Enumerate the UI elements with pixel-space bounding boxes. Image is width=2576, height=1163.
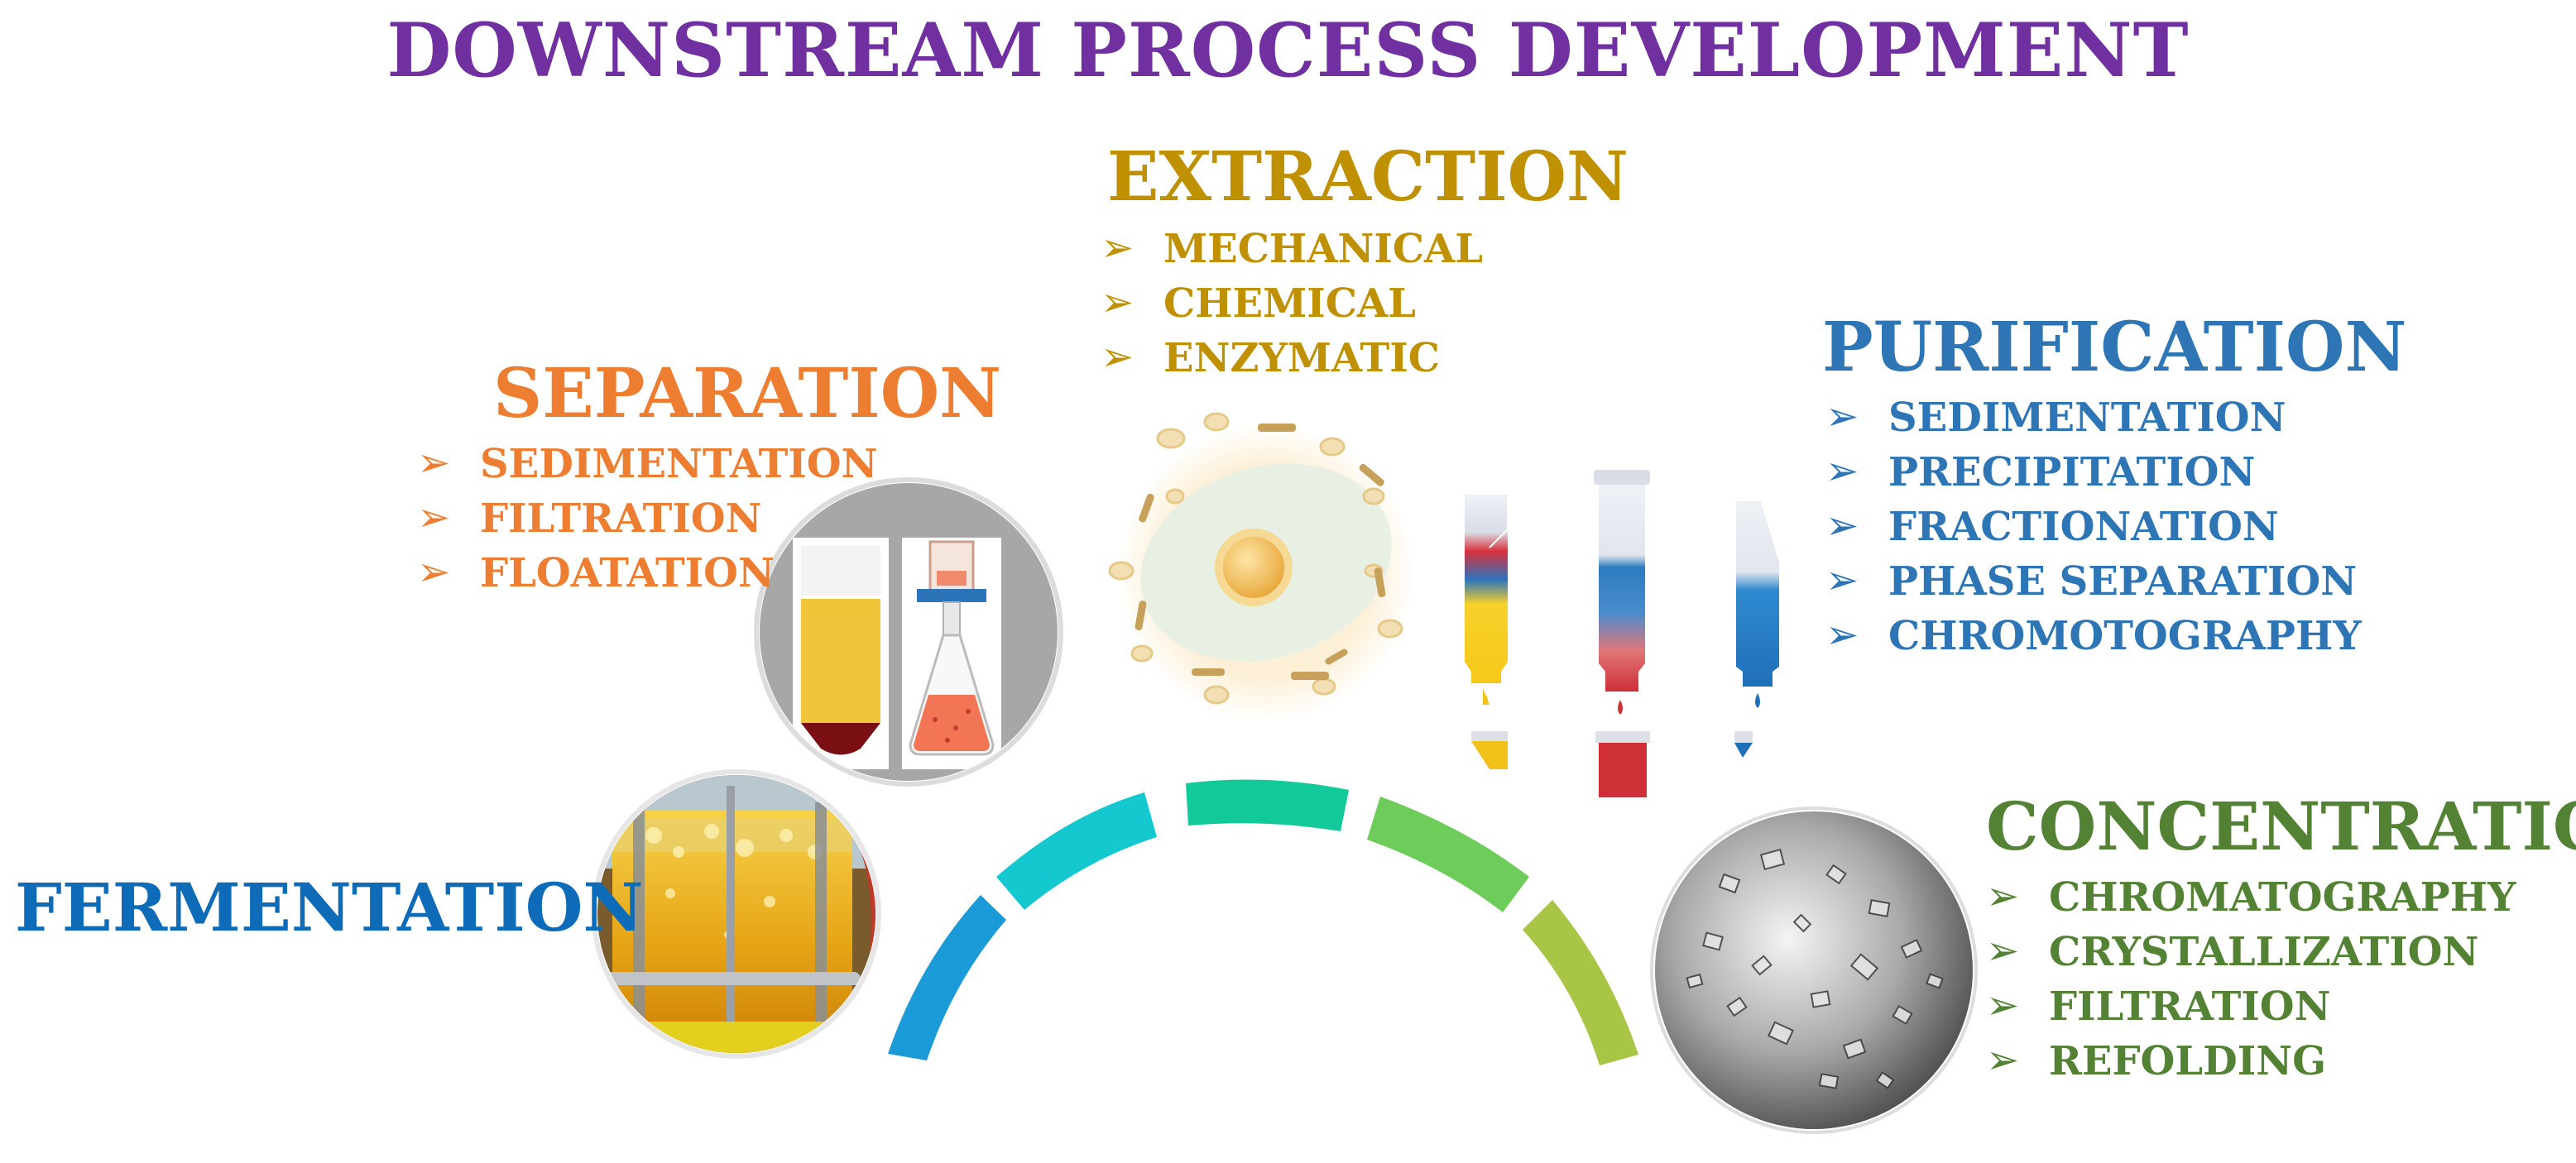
extraction-item-chemical: CHEMICAL xyxy=(1163,280,1416,327)
list-item: ➢ CRYSTALLIZATION xyxy=(1986,925,2516,979)
separation-image xyxy=(754,477,1063,787)
chromatography-columns-image xyxy=(1465,470,1779,797)
arrow-bullet-icon: ➢ xyxy=(1825,557,1859,604)
arrow-bullet-icon: ➢ xyxy=(1101,224,1134,271)
separation-item-filtration: FILTRATION xyxy=(480,495,762,542)
purification-item-phase-separation: PHASE SEPARATION xyxy=(1888,558,2358,605)
list-item: ➢ FILTRATION xyxy=(1986,979,2516,1034)
list-item: ➢ FLOATATION xyxy=(417,546,878,601)
list-item: ➢ PHASE SEPARATION xyxy=(1825,554,2362,609)
arc-segment-4 xyxy=(1367,797,1529,912)
list-item: ➢ REFOLDING xyxy=(1986,1034,2516,1089)
list-item: ➢ SEDIMENTATION xyxy=(1825,390,2362,445)
list-item: ➢ SEDIMENTATION xyxy=(417,437,878,491)
concentration-item-chromatography: CHROMATOGRAPHY xyxy=(2049,874,2516,921)
list-item: ➢ PRECIPITATION xyxy=(1825,445,2362,500)
arrow-bullet-icon: ➢ xyxy=(1825,393,1859,440)
purification-list: ➢ SEDIMENTATION ➢ PRECIPITATION ➢ FRACTIONA… xyxy=(1825,390,2362,663)
page-title: DOWNSTREAM PROCESS DEVELOPMENT xyxy=(386,7,2190,94)
list-item: ➢ CHROMOTOGRAPHY xyxy=(1825,609,2362,663)
arc-segment-3 xyxy=(1186,779,1349,831)
stage-title-purification: PURIFICATION xyxy=(1822,308,2407,387)
purification-item-fractionation: FRACTIONATION xyxy=(1888,504,2279,550)
arrow-bullet-icon: ➢ xyxy=(1986,927,2020,974)
list-item: ➢ CHROMATOGRAPHY xyxy=(1986,870,2516,925)
arrow-bullet-icon: ➢ xyxy=(1986,982,2020,1029)
arrow-bullet-icon: ➢ xyxy=(1825,447,1859,495)
separation-item-floatation: FLOATATION xyxy=(480,550,775,596)
arrow-bullet-icon: ➢ xyxy=(1986,873,2020,920)
concentration-list: ➢ CHROMATOGRAPHY ➢ CRYSTALLIZATION ➢ FILTRA… xyxy=(1986,870,2516,1089)
list-item: ➢ FILTRATION xyxy=(417,491,878,546)
concentration-item-refolding: REFOLDING xyxy=(2049,1038,2327,1084)
cell-disruption-image xyxy=(1108,412,1415,721)
extraction-list: ➢ MECHANICAL ➢ CHEMICAL ➢ ENZYMATIC xyxy=(1101,222,1483,385)
arrow-bullet-icon: ➢ xyxy=(1986,1036,2020,1084)
list-item: ➢ MECHANICAL xyxy=(1101,222,1483,276)
arc-segment-2 xyxy=(996,792,1157,910)
stage-title-separation: SEPARATION xyxy=(493,354,1002,433)
list-item: ➢ ENZYMATIC xyxy=(1101,331,1483,385)
purification-item-chromotography: CHROMOTOGRAPHY xyxy=(1888,613,2362,659)
list-item: ➢ FRACTIONATION xyxy=(1825,500,2362,554)
stage-title-concentration: CONCENTRATION xyxy=(1986,787,2576,865)
concentration-item-filtration: FILTRATION xyxy=(2049,984,2331,1030)
arrow-bullet-icon: ➢ xyxy=(1825,502,1859,549)
concentration-item-crystallization: CRYSTALLIZATION xyxy=(2049,929,2479,975)
arrow-bullet-icon: ➢ xyxy=(417,548,451,596)
arrow-bullet-icon: ➢ xyxy=(417,439,451,486)
arrow-bullet-icon: ➢ xyxy=(1101,333,1134,380)
separation-item-sedimentation: SEDIMENTATION xyxy=(480,441,878,487)
arc-segment-1 xyxy=(888,895,1006,1060)
purification-item-sedimentation: SEDIMENTATION xyxy=(1888,395,2286,441)
arc-segment-5 xyxy=(1523,900,1638,1065)
purification-item-precipitation: PRECIPITATION xyxy=(1888,449,2256,495)
separation-list: ➢ SEDIMENTATION ➢ FILTRATION ➢ FLOATATION xyxy=(417,437,878,601)
extraction-item-mechanical: MECHANICAL xyxy=(1163,226,1484,272)
arrow-bullet-icon: ➢ xyxy=(1101,279,1134,326)
crystals-micrograph-image xyxy=(1650,806,1978,1134)
arrow-bullet-icon: ➢ xyxy=(417,494,451,541)
stage-title-extraction: EXTRACTION xyxy=(1107,137,1629,217)
list-item: ➢ CHEMICAL xyxy=(1101,276,1483,331)
stage-title-fermentation: FERMENTATION xyxy=(15,869,644,946)
process-arc xyxy=(888,779,1638,1065)
arrow-bullet-icon: ➢ xyxy=(1825,611,1859,658)
extraction-item-enzymatic: ENZYMATIC xyxy=(1163,335,1440,381)
